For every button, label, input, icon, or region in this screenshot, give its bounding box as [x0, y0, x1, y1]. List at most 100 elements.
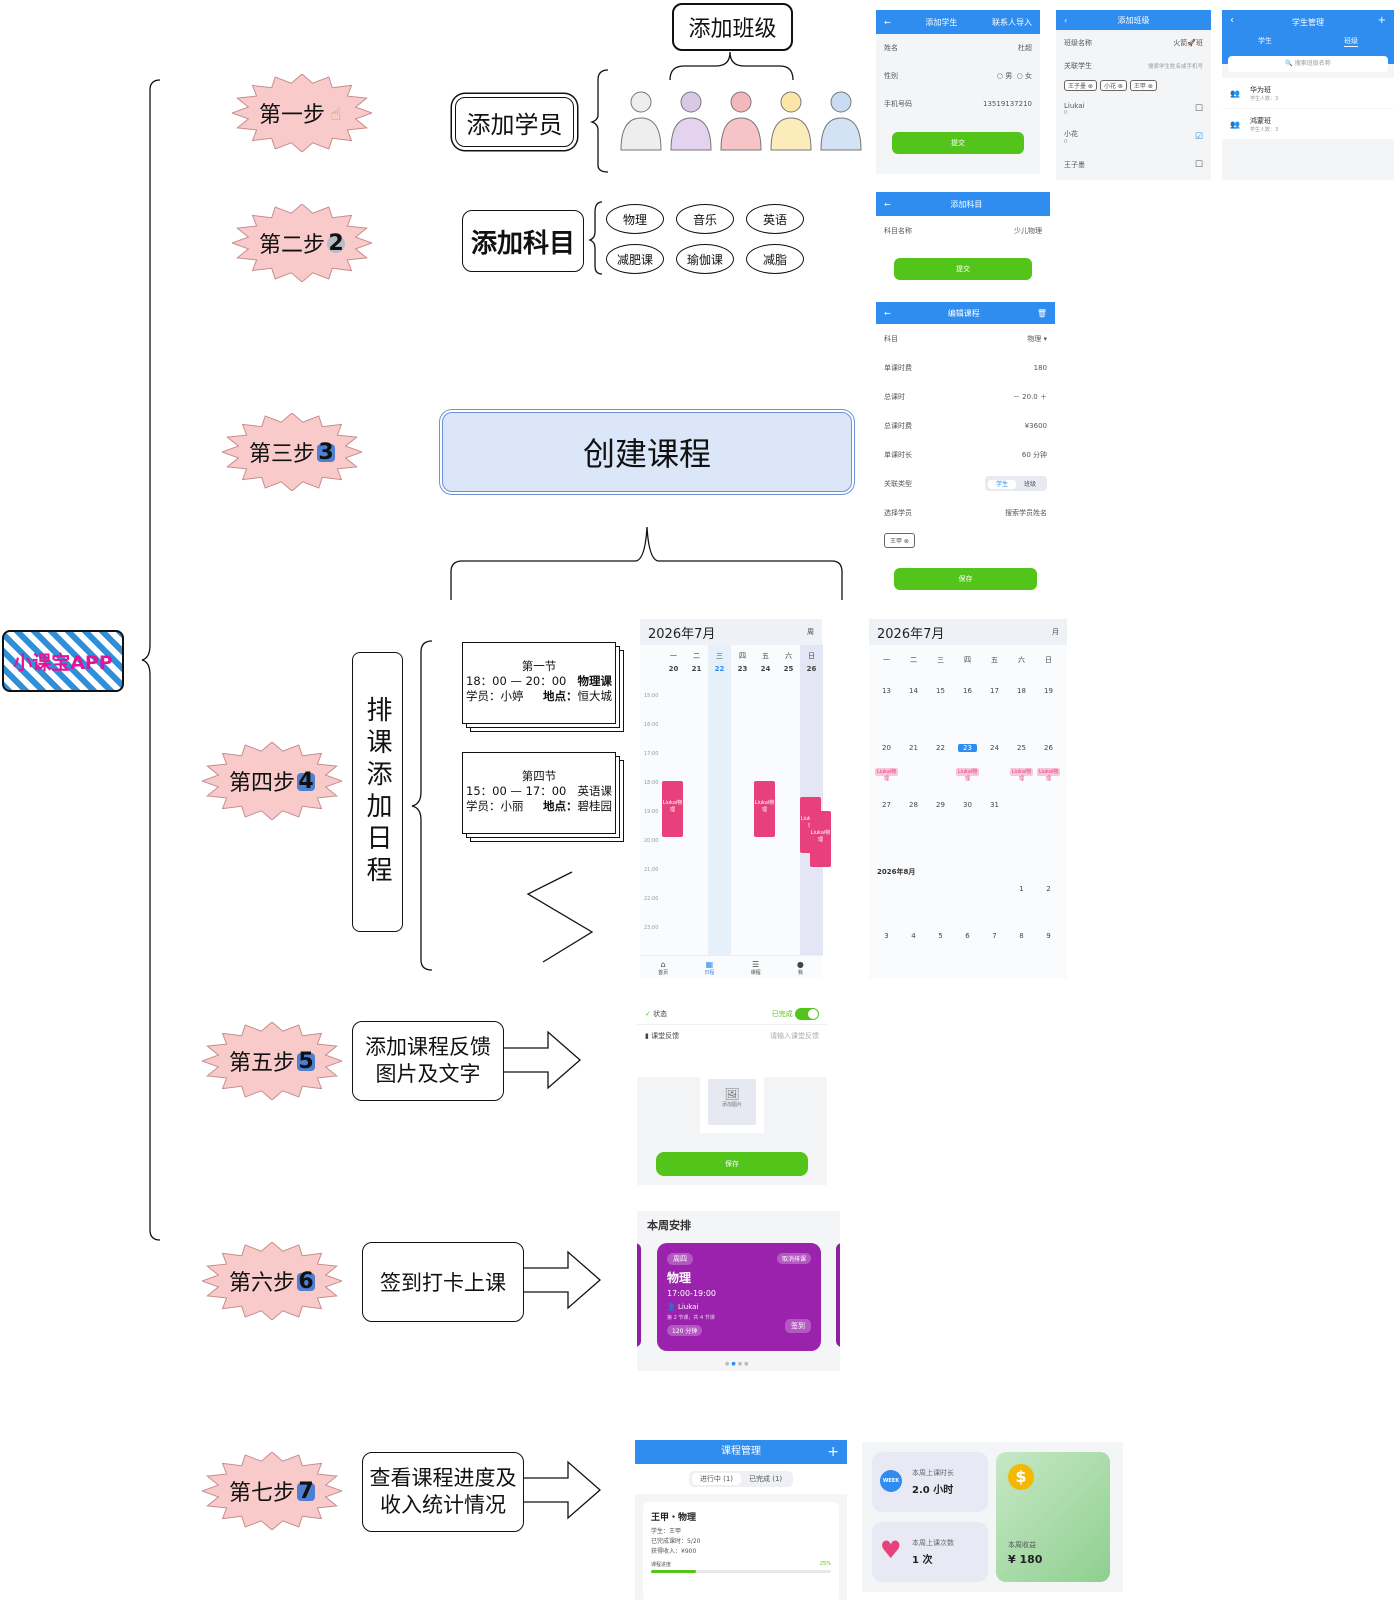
back-icon[interactable]: ← [884, 308, 891, 318]
remove-tag-icon[interactable]: ⊗ [1145, 83, 1153, 90]
tab-students[interactable]: 学生 [1258, 37, 1272, 45]
calendar-event[interactable]: Liukai物理 [662, 781, 683, 837]
view-mode-toggle[interactable]: 月 [1052, 628, 1059, 636]
add-image-button[interactable]: 🖼添加图片 [708, 1079, 756, 1125]
date-label[interactable]: 21 [691, 665, 702, 673]
date-label[interactable]: 25 [783, 665, 794, 673]
checkin-button[interactable]: 签到 [785, 1319, 811, 1333]
date-label[interactable]: 23 [737, 665, 748, 673]
date-cell[interactable]: 19 [1044, 687, 1053, 695]
add-icon[interactable]: + [827, 1444, 839, 1460]
checkbox[interactable]: ☑ [1194, 132, 1203, 142]
date-cell[interactable]: 22 [936, 744, 945, 752]
student-tag[interactable]: 王甲 ⊗ [1129, 80, 1157, 91]
date-label[interactable]: 24 [760, 665, 771, 673]
name-field[interactable]: 杜超 [1018, 44, 1032, 52]
feedback-input[interactable]: 请输入课堂反馈 [770, 1032, 819, 1040]
course-field-row[interactable]: 总课时费¥3600 [876, 411, 1055, 440]
type-student[interactable]: 学生 [987, 480, 1016, 489]
date-cell[interactable]: 4 [911, 932, 916, 940]
pager-dots[interactable]: ●●●● [725, 1361, 751, 1367]
date-cell[interactable]: 5 [938, 932, 943, 940]
date-cell[interactable]: 14 [909, 687, 918, 695]
add-icon[interactable]: + [1377, 15, 1386, 26]
remove-tag-icon[interactable]: ⊗ [1086, 83, 1093, 90]
delete-icon[interactable]: 🗑 [1036, 308, 1047, 318]
checkbox[interactable]: ☐ [1194, 160, 1203, 170]
date-cell[interactable]: 29 [936, 801, 945, 809]
course-field-row[interactable]: 总课时－ 20.0 ＋ [876, 382, 1055, 411]
calendar-event[interactable]: Liukai物理 [810, 811, 831, 867]
remove-tag-icon[interactable]: ⊗ [1115, 83, 1123, 90]
date-cell[interactable]: 24 [990, 744, 999, 752]
date-cell[interactable]: 6 [965, 932, 970, 940]
course-field-row[interactable]: 关联类型学生班级 [876, 469, 1055, 498]
course-field-row[interactable]: 选择学员搜索学员姓名 [876, 498, 1055, 527]
back-icon[interactable]: ‹ [1230, 15, 1234, 26]
calendar-event[interactable]: Liukai物理 [1037, 768, 1060, 782]
type-segmented[interactable]: 学生班级 [984, 476, 1047, 491]
class-list-item[interactable]: 👥华为班学生人数：3 [1222, 78, 1394, 108]
calendar-event[interactable]: Liukai物理 [754, 781, 775, 837]
date-cell[interactable]: 21 [909, 744, 918, 752]
radio-male[interactable]: ○ [996, 72, 1006, 80]
back-icon[interactable]: ← [884, 199, 891, 209]
radio-female[interactable]: ○ [1016, 72, 1025, 80]
date-cell[interactable]: 27 [882, 801, 891, 809]
submit-button[interactable]: 提交 [892, 132, 1024, 154]
date-cell[interactable]: 8 [1019, 932, 1024, 940]
save-button[interactable]: 保存 [894, 568, 1037, 590]
date-cell[interactable]: 1 [1019, 885, 1024, 893]
date-cell[interactable]: 2 [1046, 885, 1051, 893]
save-button[interactable]: 保存 [656, 1152, 808, 1176]
student-search-input[interactable]: 搜索学生姓名或手机号 [1147, 64, 1203, 70]
nav-首页[interactable]: ⌂首页 [658, 960, 668, 976]
nav-日程[interactable]: ▦日程 [704, 960, 714, 976]
tab-classes[interactable]: 班级 [1344, 37, 1358, 47]
class-list-item[interactable]: 👥鸿蒙班学生人数：3 [1222, 109, 1394, 139]
date-label[interactable]: 26 [806, 665, 817, 673]
type-class[interactable]: 班级 [1023, 481, 1036, 488]
subject-name-field[interactable]: 少儿物理 [1014, 227, 1042, 235]
student-row[interactable]: 王子墨☐ [1056, 151, 1211, 179]
date-cell[interactable]: 18 [1017, 687, 1026, 695]
student-tag[interactable]: 小花 ⊗ [1099, 80, 1127, 91]
date-cell[interactable]: 20 [882, 744, 891, 752]
class-name-field[interactable]: 火箭🚀班 [1173, 39, 1203, 47]
date-cell[interactable]: 3 [884, 932, 889, 940]
date-cell[interactable]: 25 [1017, 744, 1026, 752]
calendar-event[interactable]: Liukai物理 [875, 768, 898, 782]
back-icon[interactable]: ← [884, 17, 891, 27]
course-field-row[interactable]: 科目物理 ▾ [876, 324, 1055, 353]
import-button[interactable]: 联系人导入 [991, 17, 1032, 27]
phone-field[interactable]: 13519137210 [983, 100, 1032, 108]
date-cell[interactable]: 31 [990, 801, 999, 809]
calendar-event[interactable]: Liukai物理 [1010, 768, 1033, 782]
date-cell[interactable]: 15 [936, 687, 945, 695]
nav-我[interactable]: ●我 [797, 960, 804, 976]
cancel-button[interactable]: 取消排课 [776, 1253, 811, 1264]
tab-completed[interactable]: 已完成 (1) [749, 1475, 783, 1483]
date-cell[interactable]: 13 [882, 687, 891, 695]
date-cell[interactable]: 9 [1046, 932, 1051, 940]
back-icon[interactable]: ‹ [1064, 15, 1068, 25]
date-cell[interactable]: 26 [1044, 744, 1053, 752]
date-cell[interactable]: 28 [909, 801, 918, 809]
view-mode-toggle[interactable]: 周 [807, 628, 814, 636]
date-cell[interactable]: 30 [963, 801, 972, 809]
student-tag[interactable]: 王子墨 ⊗ [1064, 80, 1097, 91]
class-search-input[interactable]: 🔍 搜索班级名称 [1228, 56, 1388, 72]
lesson-card[interactable]: 周四 取消排课 物理 17:00-19:00 👤 Liukai 第 2 节课，共… [657, 1243, 821, 1351]
calendar-event[interactable]: Liukai物理 [956, 768, 979, 782]
status-toggle[interactable] [795, 1007, 819, 1020]
date-cell[interactable]: 17 [990, 687, 999, 695]
date-cell[interactable]: 16 [963, 687, 972, 695]
submit-button[interactable]: 提交 [894, 258, 1032, 280]
